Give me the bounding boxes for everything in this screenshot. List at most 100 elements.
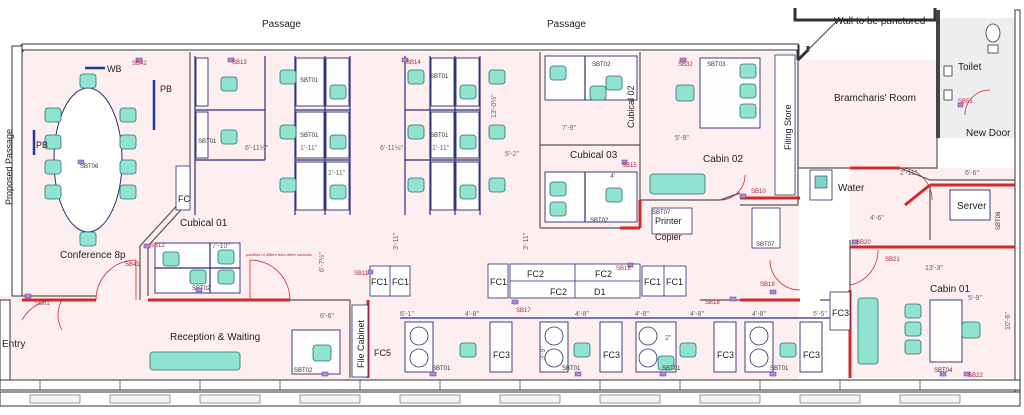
entry-label: Entry (2, 339, 25, 350)
dim-22: 5'-5" (813, 311, 827, 318)
conference-room: WB PB PB SBT06 Conference 8p SB42 SB01 (24, 57, 172, 307)
sb42-label: SB42 (132, 61, 147, 67)
sbt01-label-e: SBT01 (430, 133, 449, 139)
fc5-label: FC5 (374, 348, 391, 358)
dim-14: 3'-11" (523, 232, 530, 250)
dim-1: 6'-11½" (245, 144, 269, 152)
sbt04-label: SBT04 (934, 368, 953, 374)
sb18-label: SB18 (705, 300, 720, 306)
cabin-01-label: Cabin 01 (930, 284, 970, 295)
dim-18: 4'-8" (575, 311, 589, 318)
sb12-label: SB12 (150, 243, 165, 249)
fc3-label-d: FC3 (803, 350, 820, 360)
new-door-label: New Door (966, 128, 1011, 139)
fc3-label-b: FC3 (603, 350, 620, 360)
cubical-small: 7'-10" SBT02 SB12 SB41 partition ht diff… (125, 242, 312, 294)
dim-26: 4'-6" (870, 215, 884, 222)
dim-17: 4'-8" (465, 311, 479, 318)
bramcharis-room-label: Bramcharis' Room (834, 93, 916, 104)
passage-label-right: Passage (547, 19, 586, 30)
fc2-label-b: FC2 (595, 269, 612, 279)
whiteboard-label: WB (107, 64, 122, 74)
pinboard-label-left: PB (36, 140, 48, 150)
sb13-label: SB13 (232, 60, 247, 66)
cubical-02-03: SBT02 Cubical 02 7'-9" Cubical 03 SBT02 … (544, 54, 796, 224)
dim-13: 3'-11" (393, 232, 400, 250)
fc-label: FC (178, 194, 190, 204)
fc3-label-e: FC3 (832, 308, 849, 318)
reception-label: Reception & Waiting (170, 332, 260, 343)
sb15-label: SB15 (622, 163, 637, 169)
sb32-label: SB32 (678, 62, 693, 68)
sbt07-label-b: SBT07 (756, 242, 775, 248)
dim-25: 6'-6" (965, 170, 979, 177)
partition-note: partition ht differs from other cubicals (246, 252, 312, 257)
dim-27: 13'-3" (925, 265, 943, 272)
sbt01-label-h: SBT01 (662, 366, 681, 372)
dim-29: 10'-6" (1005, 312, 1012, 330)
sb20-label: SB20 (856, 240, 871, 246)
d1-label: D1 (594, 287, 606, 297)
dim-10: 4' (610, 173, 615, 180)
cubical-01: SB13 SB14 SBT01 SBT01 SBT01 SBT01 SBT01 … (175, 56, 519, 229)
sbt01-label-b: SBT01 (198, 139, 217, 145)
fc1-label-e: FC1 (666, 277, 683, 287)
cabin-02-label: Cabin 02 (703, 154, 743, 165)
sbt06-label: SBT06 (80, 164, 99, 170)
dim-16: 6'-1" (400, 311, 414, 318)
copier-label: Copier (655, 232, 682, 242)
fc3-label-a: FC3 (493, 350, 510, 360)
sbt02-label-b: SBT02 (592, 62, 611, 68)
toilet-label: Toilet (958, 62, 982, 73)
dim-21: 4'-8" (752, 311, 766, 318)
dim-15: 6'-6" (320, 313, 334, 320)
sbt01-label-i: SBT01 (770, 366, 789, 372)
doors (21, 89, 991, 331)
bottom-workstations: FC3 FC3 FC3 FC3 SBT01 SBT01 SBT01 SBT01 … (400, 311, 840, 373)
fc3-label-c: FC3 (717, 350, 734, 360)
dim-23: 3'-9" (540, 346, 547, 360)
internal-walls (22, 52, 1015, 378)
reception: Reception & Waiting SBT02 6'-6" File Cab… (149, 304, 391, 378)
sb19-label: SB19 (760, 282, 775, 288)
dim-5: 1'-11" (328, 170, 346, 177)
sbt01-label-f: SBT01 (432, 366, 451, 372)
fc2-label-c: FC2 (550, 287, 567, 297)
sbt02-label-d: SBT02 (294, 368, 313, 374)
passage-label-left: Passage (262, 19, 301, 30)
fc2-label-a: FC2 (527, 269, 544, 279)
sbt08-label: SBT08 (996, 211, 1002, 230)
cabin-01: FC3 Cabin 01 13'-3" 5'-9" 10'-6" SBT04 S… (829, 265, 1012, 379)
sbt01-label-a: SBT01 (300, 78, 319, 84)
sbt03-label: SBT03 (707, 62, 726, 68)
cubical-02-label: Cubical 02 (626, 85, 636, 128)
server-label: Server (957, 201, 987, 212)
dim-2: 1'-11" (300, 145, 318, 152)
dim-4: 1'-11" (432, 145, 450, 152)
file-cabinet-label: File Cabinet (356, 319, 366, 368)
sb14-label: SB14 (406, 60, 421, 66)
dim-8: 7'-9" (562, 125, 576, 132)
sb17-label: SB17 (516, 308, 531, 314)
dim-30: 2" (665, 335, 672, 342)
sbt01-label-d: SBT01 (430, 74, 449, 80)
toilet-fixtures (943, 23, 1001, 101)
fc1-label-d: FC1 (644, 277, 661, 287)
dim-24: 2'-11" (900, 170, 918, 177)
dim-20: 4'-8" (690, 311, 704, 318)
dim-11: 7'-10" (212, 243, 230, 250)
printer-label: Printer (655, 216, 682, 226)
dim-6: 13'-0½" (490, 94, 498, 118)
cubical-01-label: Cubical 01 (180, 218, 228, 229)
dim-3: 6'-11½" (380, 144, 404, 152)
water-label: Water (838, 183, 865, 194)
wall-to-be-punctured-note: Wall to be punctured (834, 16, 925, 27)
sbt01-label-c: SBT01 (300, 133, 319, 139)
dim-12: 6'-7½" (318, 252, 326, 272)
proposed-passage-label: Proposed Passage (4, 129, 14, 205)
printer-copier: Printer Copier SBT07 SBT07 (651, 207, 781, 249)
dim-28: 5'-9" (968, 295, 982, 302)
sb41-label: SB41 (125, 262, 140, 268)
sb21-label: SB21 (885, 257, 900, 263)
cubical-03-label: Cubical 03 (570, 150, 618, 161)
